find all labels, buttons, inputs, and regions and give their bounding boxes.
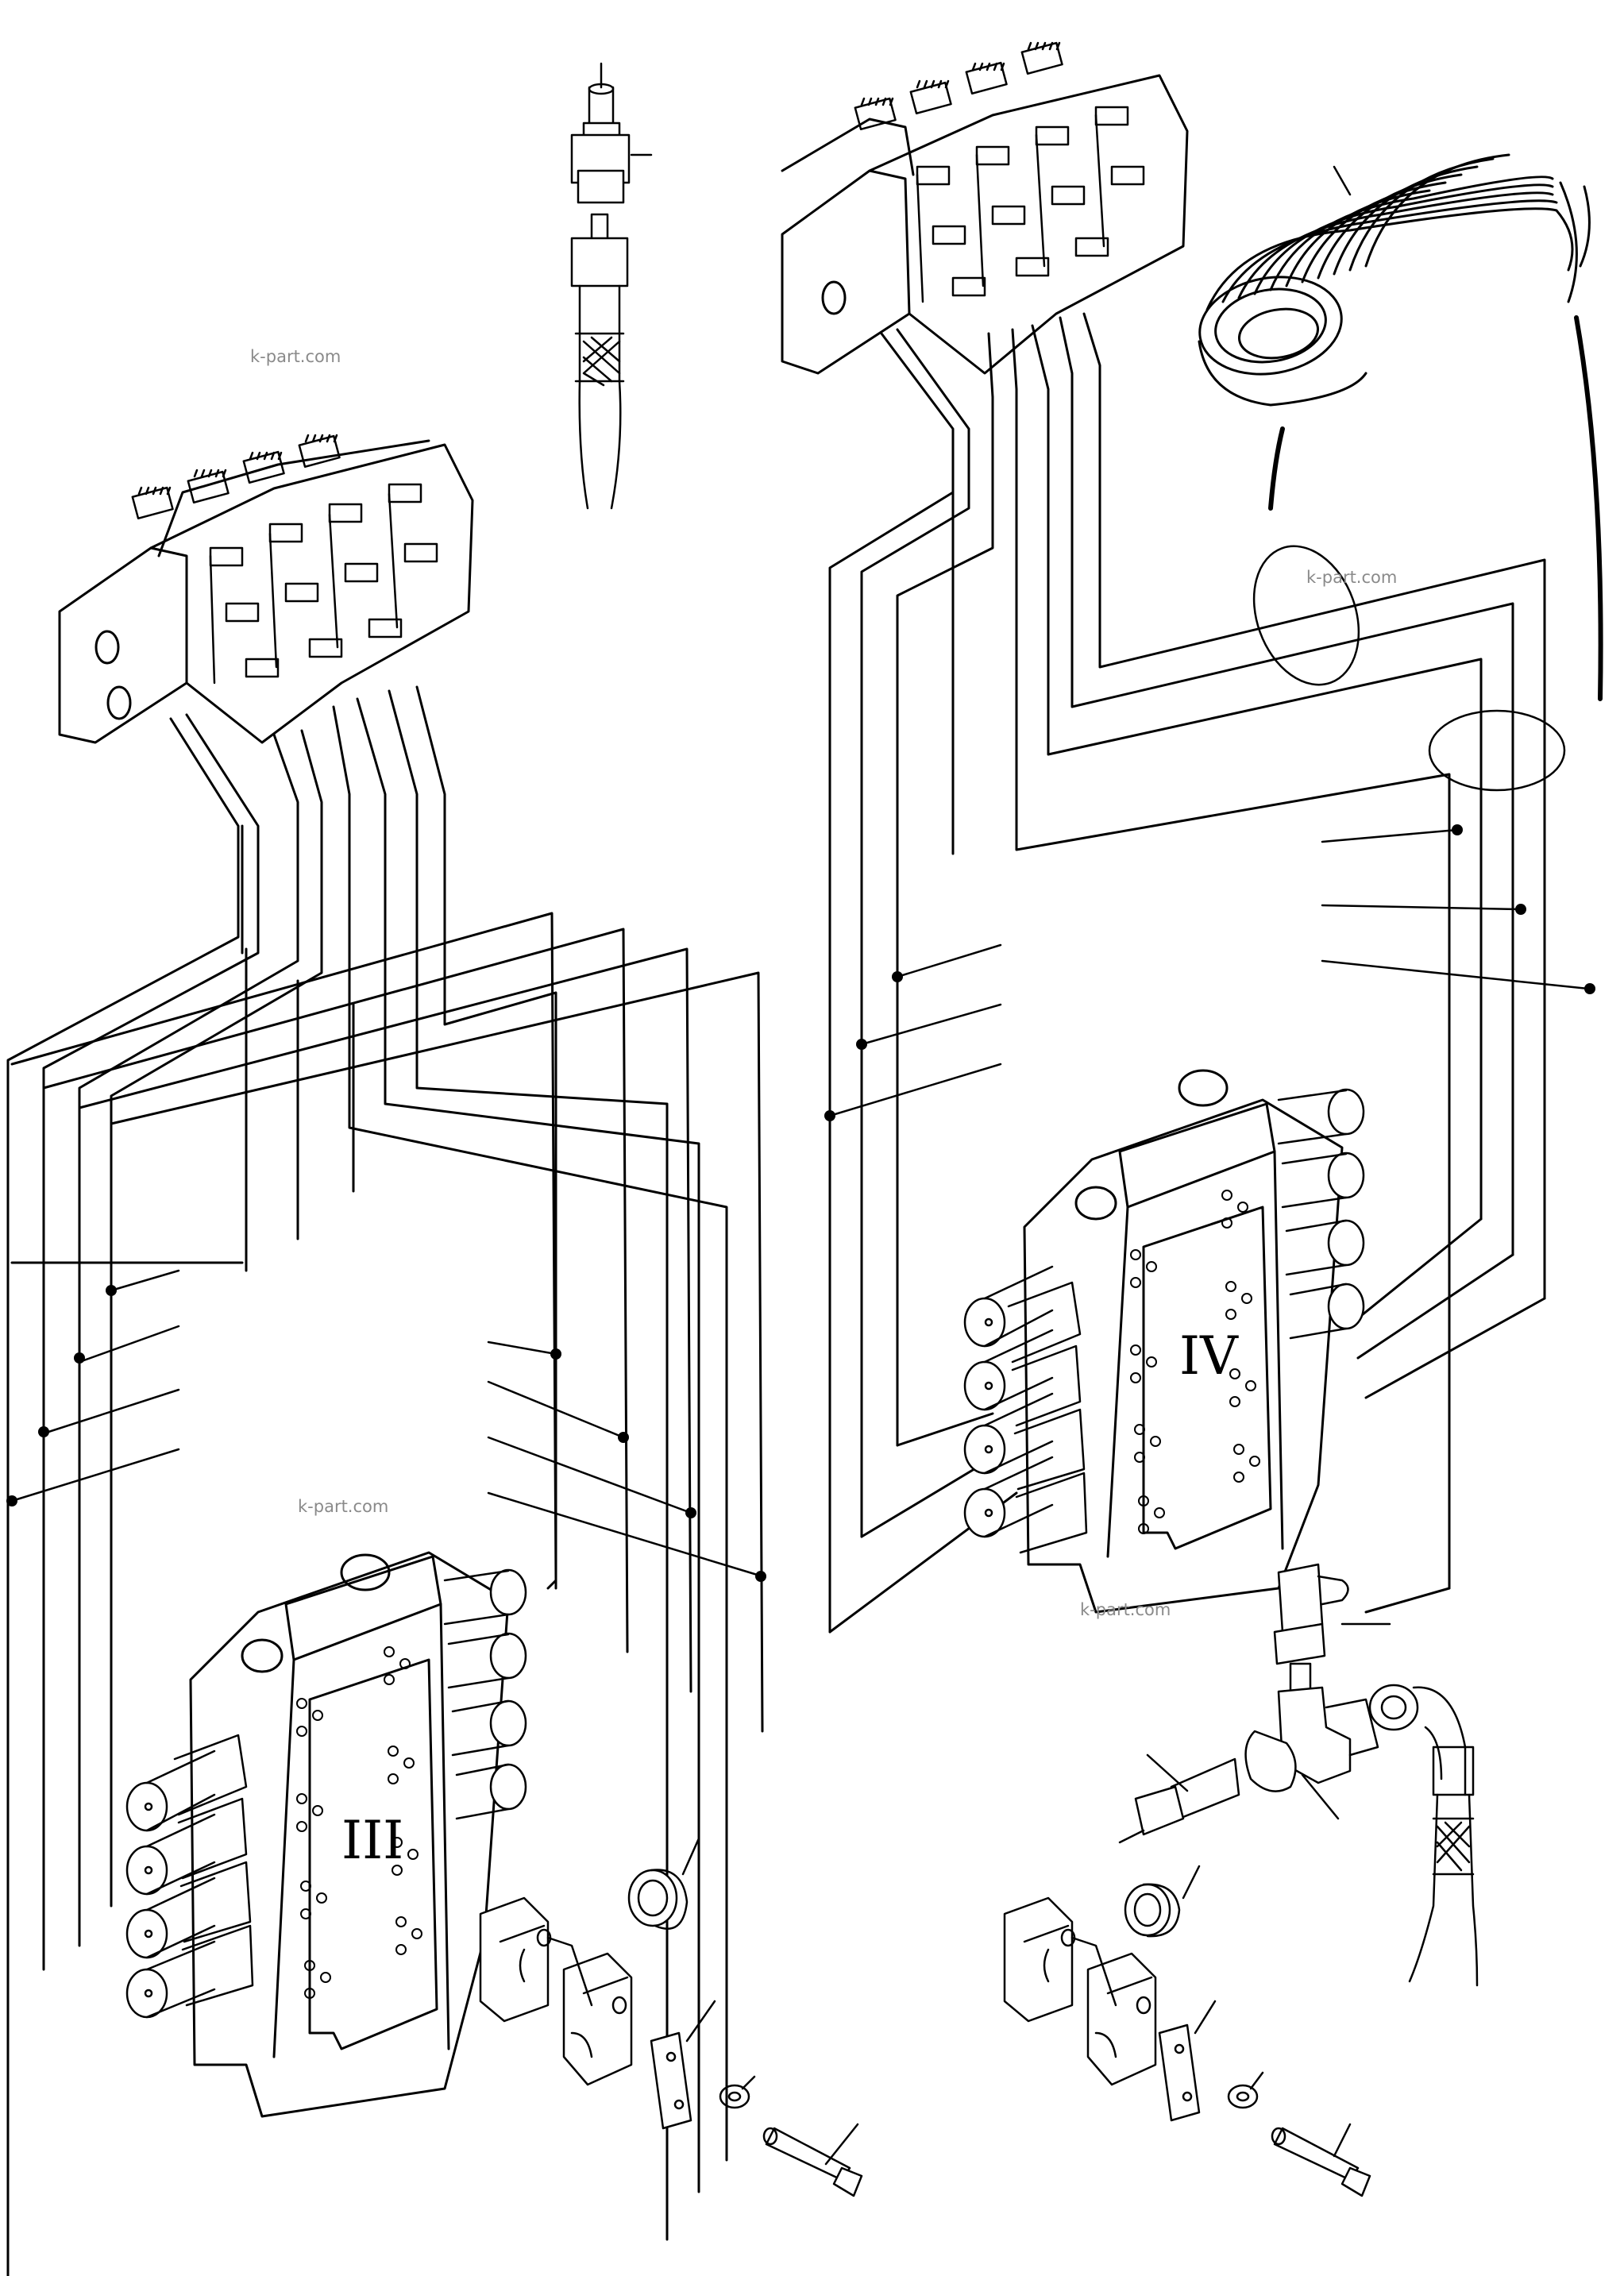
left-pipe-loops	[10, 912, 764, 1733]
watermark-1: k-part.com	[250, 347, 341, 366]
watermark-4: k-part.com	[1080, 1600, 1171, 1619]
right-solenoid-valve-block	[781, 41, 1189, 375]
right-pipe-bundle	[828, 312, 1546, 1634]
right-pipe-loops	[828, 1217, 1546, 1634]
pipe-clamp-assembly-left	[479, 1837, 863, 2197]
watermark-3: k-part.com	[298, 1497, 389, 1516]
ports-right	[443, 1568, 527, 1820]
watermark-2: k-part.com	[1306, 568, 1398, 587]
pipe-clamp-assembly-right	[1003, 1865, 1371, 2197]
bolt-holes	[296, 1646, 422, 1999]
coiled-tube	[1198, 153, 1603, 792]
control-valve-iv: IV	[963, 1069, 1365, 1614]
hose-fitting-top	[570, 62, 653, 510]
test-point-tee-fitting	[1118, 1563, 1479, 1987]
left-leader-lines	[6, 1269, 766, 1582]
left-pipe-bundle	[6, 685, 728, 2276]
control-valve-iii: III	[125, 1551, 527, 2118]
valve-label-iii: III	[341, 1810, 403, 1871]
valve-label-iv: IV	[1179, 1325, 1239, 1387]
ports-left	[125, 1734, 254, 2019]
right-leader-lines	[824, 824, 1595, 1121]
left-solenoid-valve-block	[58, 434, 474, 744]
